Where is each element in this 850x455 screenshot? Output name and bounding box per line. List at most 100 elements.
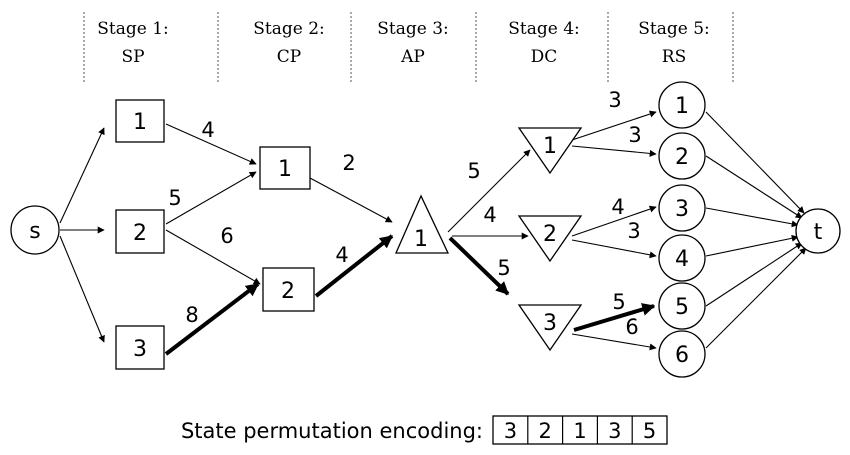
stage-1-abbr: SP	[121, 47, 144, 67]
rs2-circle	[658, 132, 706, 180]
stage-5-abbr: RS	[662, 47, 686, 67]
node-dc1: 1	[517, 127, 583, 175]
weight-dc1-rs1: 3	[608, 88, 621, 112]
cp1-square	[259, 146, 311, 190]
rs1-circle	[658, 81, 706, 129]
node-s: s	[10, 205, 60, 255]
weight-dc2-rs4: 3	[627, 219, 640, 243]
encoding-value: 3	[504, 419, 517, 443]
node-sp3: 3	[115, 325, 165, 370]
encoding-value: 2	[539, 419, 552, 443]
encoding-row: State permutation encoding: 3 2 1 3 5	[181, 415, 668, 445]
stage-3-abbr: AP	[400, 47, 425, 67]
sp2-square	[115, 209, 165, 254]
rs6-label: 6	[675, 343, 689, 368]
source-node-circle	[10, 205, 60, 255]
weight-dc3-rs5: 5	[612, 290, 625, 314]
encoding-label: State permutation encoding:	[181, 419, 483, 443]
sink-node-circle	[795, 208, 841, 254]
edge-ap1-dc1	[447, 149, 531, 233]
edge-ap1-dc3	[448, 236, 510, 296]
edge-cp2-ap1	[314, 234, 394, 298]
sp2-label: 2	[133, 221, 147, 246]
node-cp1: 1	[259, 146, 311, 190]
sp1-label: 1	[133, 110, 147, 135]
cp2-label: 2	[281, 279, 295, 304]
rs5-circle	[658, 282, 706, 330]
edge-dc2-rs4	[571, 239, 657, 259]
rs4-label: 4	[675, 247, 689, 272]
weight-ap1-dc2: 4	[483, 203, 496, 227]
rs2-label: 2	[675, 145, 689, 170]
sp3-label: 3	[133, 337, 147, 362]
node-dc2: 2	[517, 215, 583, 263]
edge-dc1-rs1	[571, 110, 657, 141]
encoding-value: 5	[643, 419, 656, 443]
node-rs4: 4	[658, 234, 706, 282]
edge-sp3-cp2	[164, 282, 260, 356]
weight-sp2-cp2: 6	[220, 224, 233, 248]
edge-rs1-t	[705, 111, 805, 214]
edge-s-sp1	[59, 127, 105, 224]
rs3-circle	[658, 184, 706, 232]
rs4-circle	[658, 234, 706, 282]
rs3-label: 3	[675, 197, 689, 222]
sp3-square	[115, 325, 165, 370]
dc3-label: 3	[543, 311, 557, 336]
node-rs1: 1	[658, 81, 706, 129]
edge-sp2-cp2	[165, 229, 261, 285]
node-rs3: 3	[658, 184, 706, 232]
edge-dc3-rs5	[573, 303, 656, 332]
rs6-circle	[658, 330, 706, 378]
edge-weights: 4 5 6 8 2 4 5 4 5 3 3 4 3 5 6	[168, 88, 641, 339]
edge-cp1-ap1	[309, 177, 393, 223]
dc2-inverted-triangle	[517, 215, 583, 263]
sp1-square	[115, 99, 165, 143]
rs5-label: 5	[675, 295, 689, 320]
weight-sp2-cp1: 5	[168, 186, 181, 210]
edge-rs2-t	[705, 155, 803, 219]
rs1-label: 1	[675, 94, 689, 119]
edges	[59, 110, 807, 356]
node-sp1: 1	[115, 99, 165, 143]
stage-2-label: Stage 2:	[253, 19, 325, 39]
weight-ap1-dc1: 5	[467, 159, 480, 183]
stage-2-abbr: CP	[277, 47, 301, 67]
weight-sp1-cp1: 4	[201, 118, 214, 142]
stage-4-abbr: DC	[531, 47, 558, 67]
encoding-value: 3	[608, 419, 621, 443]
dc3-inverted-triangle	[517, 304, 583, 352]
ap1-label: 1	[414, 227, 428, 252]
weight-dc3-rs6: 6	[625, 315, 638, 339]
stage-headers: Stage 1: SP Stage 2: CP Stage 3: AP Stag…	[97, 19, 710, 67]
edge-rs5-t	[705, 242, 803, 307]
edge-rs6-t	[705, 247, 807, 349]
edge-rs3-t	[705, 207, 799, 228]
node-rs5: 5	[658, 282, 706, 330]
weight-cp1-ap1: 2	[342, 151, 355, 175]
edge-dc1-rs2	[571, 145, 657, 157]
edge-sp2-cp1	[165, 171, 257, 225]
nodes: s 1 2 3 1 2 1 1	[10, 81, 841, 378]
encoding-value: 1	[573, 419, 586, 443]
edge-dc2-rs3	[571, 205, 657, 237]
edge-s-sp3	[59, 235, 105, 343]
weight-dc1-rs2: 3	[628, 123, 641, 147]
node-ap1: 1	[395, 194, 450, 254]
cp2-square	[262, 267, 315, 312]
node-rs2: 2	[658, 132, 706, 180]
stage-1-label: Stage 1:	[97, 19, 169, 39]
weight-cp2-ap1: 4	[335, 243, 348, 267]
edge-dc3-rs6	[571, 333, 657, 351]
dc1-label: 1	[543, 134, 557, 159]
weight-ap1-dc3: 5	[497, 256, 510, 280]
node-rs6: 6	[658, 330, 706, 378]
node-t: t	[795, 208, 841, 254]
node-dc3: 3	[517, 304, 583, 352]
cp1-label: 1	[278, 157, 292, 182]
node-sp2: 2	[115, 209, 165, 254]
edge-sp1-cp1	[165, 123, 257, 165]
node-cp2: 2	[262, 267, 315, 312]
stage-5-label: Stage 5:	[638, 19, 710, 39]
